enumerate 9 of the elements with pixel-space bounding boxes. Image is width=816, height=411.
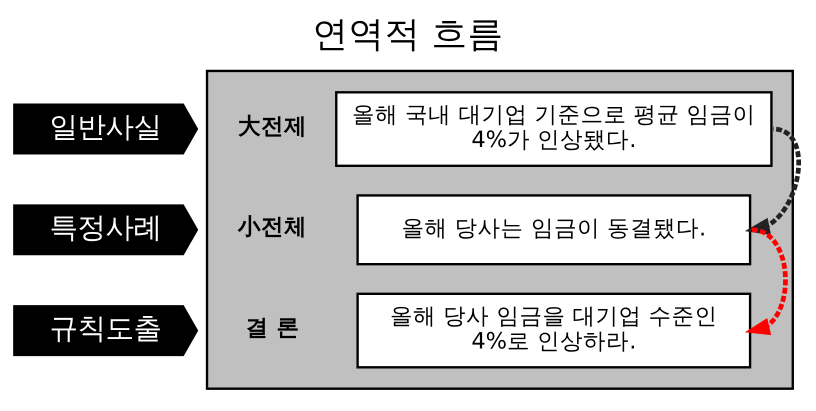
node-label: 결 론	[246, 314, 300, 341]
node-box: 올해 당사 임금을 대기업 수준인 4%로 인상하라.	[356, 292, 752, 369]
node-label: 小전체	[238, 214, 307, 240]
arrow	[744, 227, 788, 336]
cluster	[206, 70, 794, 390]
node-box: 올해 당사는 임금이 동결됐다.	[356, 194, 752, 266]
node-label: 大전제	[238, 113, 307, 140]
diagram-title: 연역적 흐름	[312, 14, 504, 56]
node-box: 올해 국내 대기업 기준으로 평균 임금이 4%가 인상됐다.	[335, 91, 773, 167]
